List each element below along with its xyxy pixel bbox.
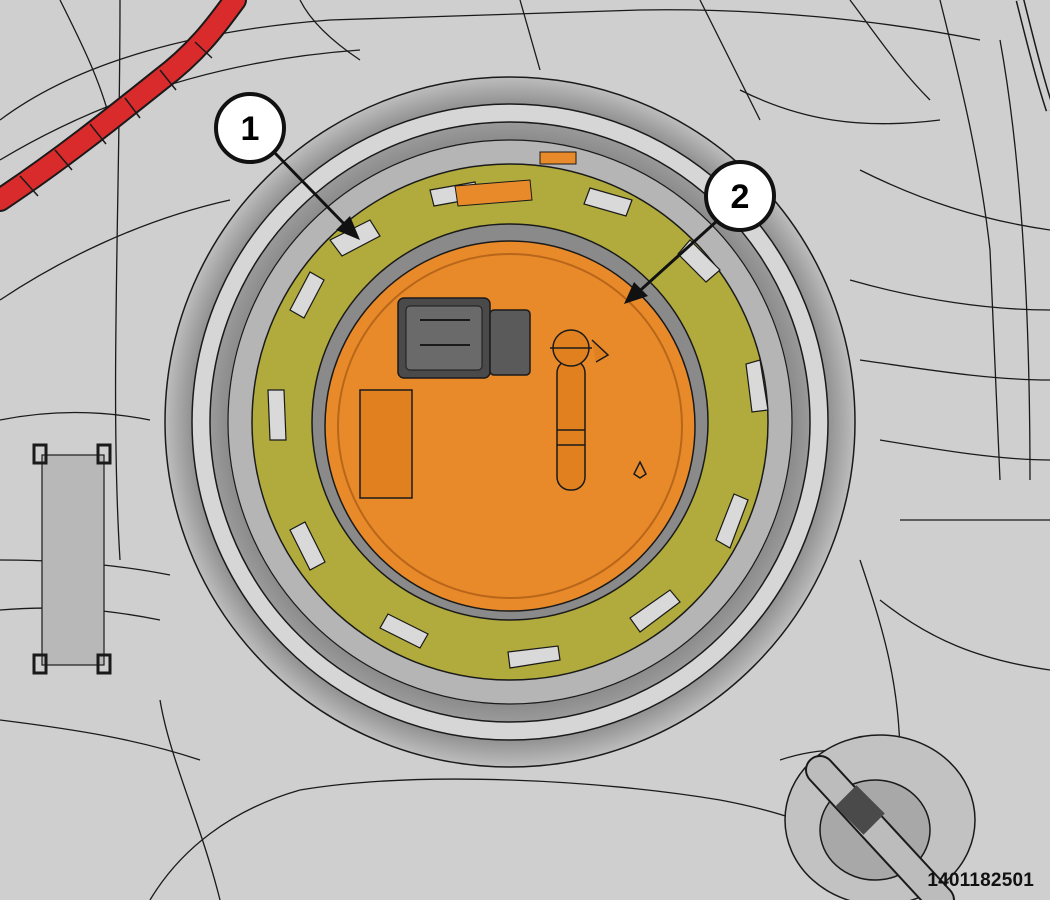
vent-fitting: [784, 734, 976, 900]
callout-2-number: 2: [731, 178, 750, 216]
fuel-pump-module: [324, 240, 696, 612]
callout-2: 2: [624, 160, 776, 304]
callout-2-circle: [704, 160, 776, 232]
callout-1-circle: [214, 92, 286, 164]
right-line: [1015, 0, 1050, 112]
tank-strap: [32, 443, 112, 675]
figure-id: 1401182501: [927, 870, 1034, 891]
label-plate: [359, 389, 413, 499]
logo-mark: [633, 460, 647, 479]
callout-1: 1: [214, 92, 360, 240]
callout-1-number: 1: [241, 110, 260, 148]
wiring-harness: [0, 0, 247, 212]
fuel-outlet-nipple: [550, 329, 610, 491]
electrical-connector: [397, 297, 531, 379]
